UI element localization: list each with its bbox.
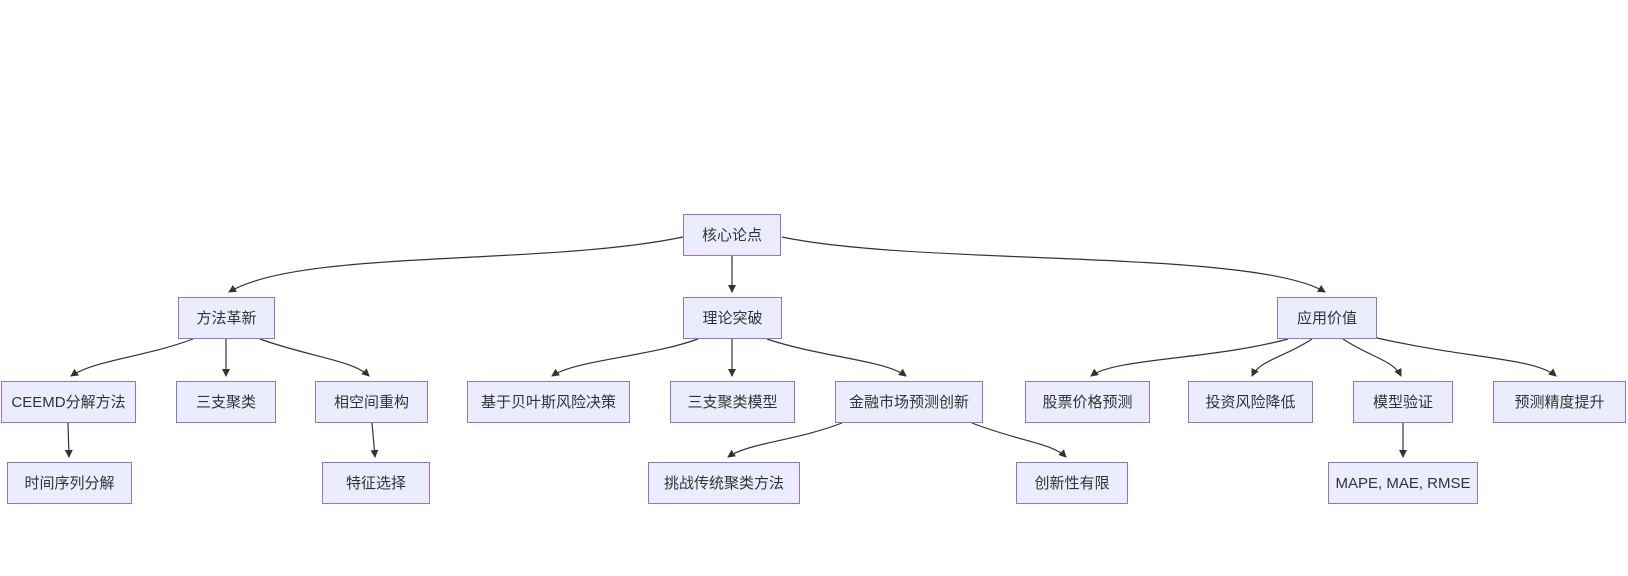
edge-application-to-risk-reduction <box>1251 338 1313 377</box>
node-limited-innovation: 创新性有限 <box>1016 462 1128 504</box>
edge-ceemd-to-time-series-decomposition <box>64 422 73 458</box>
node-time-series-decomposition: 时间序列分解 <box>7 462 132 504</box>
node-financial-market-prediction-innovation: 金融市场预测创新 <box>835 381 983 423</box>
edge-root-to-application-value <box>781 236 1326 293</box>
node-model-validation: 模型验证 <box>1353 381 1453 423</box>
edge-phase-space-to-feature-selection <box>370 422 379 458</box>
node-three-way-clustering: 三支聚类 <box>176 381 276 423</box>
node-theory-breakthrough: 理论突破 <box>683 297 782 339</box>
edge-method-to-phase-space <box>259 338 370 377</box>
edge-root-to-method-innovation <box>228 236 684 293</box>
node-three-way-clustering-model: 三支聚类模型 <box>670 381 795 423</box>
edge-application-to-accuracy-improvement <box>1376 337 1557 377</box>
edge-financial-innovation-to-limited-innovation <box>971 422 1067 458</box>
node-phase-space-reconstruction: 相空间重构 <box>315 381 428 423</box>
node-bayesian-risk-decision: 基于贝叶斯风险决策 <box>467 381 630 423</box>
node-evaluation-metrics: MAPE, MAE, RMSE <box>1328 462 1478 504</box>
node-prediction-accuracy-improvement: 预测精度提升 <box>1493 381 1626 423</box>
node-method-innovation: 方法革新 <box>178 297 275 339</box>
node-feature-selection: 特征选择 <box>322 462 430 504</box>
node-investment-risk-reduction: 投资风险降低 <box>1188 381 1313 423</box>
edge-financial-innovation-to-challenge-traditional <box>727 422 843 458</box>
edge-theory-to-bayesian-risk <box>551 338 699 377</box>
edge-application-to-model-validation <box>1342 338 1402 377</box>
node-core-thesis: 核心论点 <box>683 214 781 256</box>
edge-theory-to-financial-innovation <box>766 338 907 377</box>
node-challenge-traditional-clustering: 挑战传统聚类方法 <box>648 462 800 504</box>
node-application-value: 应用价值 <box>1277 297 1377 339</box>
node-stock-price-prediction: 股票价格预测 <box>1025 381 1150 423</box>
node-ceemd-decomposition: CEEMD分解方法 <box>1 381 136 423</box>
edge-application-to-stock-prediction <box>1090 338 1289 377</box>
edge-method-to-ceemd <box>70 338 194 377</box>
